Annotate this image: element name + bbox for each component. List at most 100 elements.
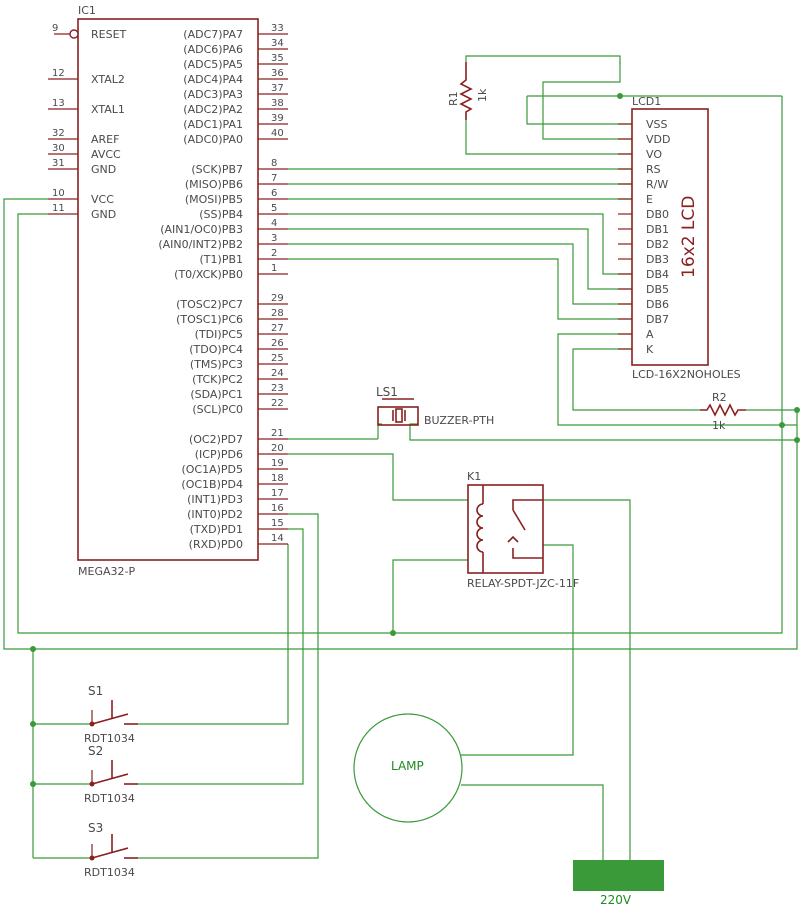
- mcu-pin-number: 36: [271, 68, 284, 79]
- switch-s2: S2 RDT1034: [84, 744, 138, 805]
- mcu-pin-number: 12: [52, 68, 65, 79]
- s1-ref: S1: [88, 684, 103, 698]
- switch-s1: S1 RDT1034: [84, 684, 138, 745]
- junction-dot: [30, 646, 36, 652]
- mcu-value: MEGA32-P: [78, 565, 135, 578]
- mcu-pin-name: (ADC4)PA4: [183, 73, 243, 86]
- mcu-pin-number: 39: [271, 113, 284, 124]
- s3-ref: S3: [88, 821, 103, 835]
- mcu-pin-name: (TOSC1)PC6: [176, 313, 243, 326]
- buzzer-crystal: [395, 408, 403, 423]
- mcu-pin-number: 38: [271, 98, 284, 109]
- s2-ref: S2: [88, 744, 103, 758]
- mcu-pin-number: 35: [271, 53, 284, 64]
- mcu-pin-number: 34: [271, 38, 284, 49]
- lcd-pin-name: RS: [646, 163, 661, 176]
- lcd-body: [631, 108, 709, 366]
- wire-buzzer-vcc: [377, 423, 382, 439]
- mcu-pin-name: (SCK)PB7: [191, 163, 243, 176]
- mcu-pin-name: (ICP)PD6: [195, 448, 243, 461]
- s3-blade: [91, 847, 129, 859]
- relay-k1: K1 RELAY-SPDT-JZC-11F: [467, 470, 579, 590]
- mcu-pin-name: (ADC5)PA5: [183, 58, 243, 71]
- mcu-pin-number: 14: [271, 533, 284, 544]
- r1-ref: R1: [447, 91, 460, 106]
- lcd-pin-name: DB2: [646, 238, 669, 251]
- mcu-pin-number: 13: [52, 98, 65, 109]
- mcu-pin-number: 22: [271, 398, 284, 409]
- s3-value: RDT1034: [84, 866, 135, 879]
- s1-blade: [91, 713, 129, 725]
- lcd-pin-name: A: [646, 328, 654, 341]
- buzzer-body: [377, 406, 419, 426]
- wire-db7: [288, 258, 632, 320]
- reset-inversion-bubble: [69, 29, 79, 39]
- mcu-pin-number: 37: [271, 83, 284, 94]
- mcu-pin-number: 26: [271, 338, 284, 349]
- lcd-pin-name: E: [646, 193, 653, 206]
- mcu-pin-number: 7: [271, 173, 277, 184]
- wire-lcd-a: [557, 333, 797, 426]
- s2-value: RDT1034: [84, 792, 135, 805]
- power-source-220v: 220V: [573, 860, 664, 907]
- wire-relay-no: [461, 544, 574, 756]
- wires: [3, 55, 800, 860]
- mcu-pin-name: (ADC7)PA7: [183, 28, 243, 41]
- mcu-pin-number: 25: [271, 353, 284, 364]
- mcu-pin-number: 27: [271, 323, 284, 334]
- r2-value: 1k: [712, 419, 726, 432]
- mcu-pin-name: (ADC1)PA1: [183, 118, 243, 131]
- mcu-pin-name: (OC1B)PD4: [181, 478, 243, 491]
- mcu-pin-name: XTAL1: [91, 103, 125, 116]
- wire-s2-pd1: [138, 528, 304, 785]
- source-block: [573, 860, 664, 891]
- mcu-pin-name: AREF: [91, 133, 119, 146]
- mcu-right-pins: 33(ADC7)PA734(ADC6)PA635(ADC5)PA536(ADC4…: [158, 23, 288, 551]
- relay-body: [467, 484, 544, 574]
- mcu-pin-number: 6: [271, 188, 277, 199]
- mcu-pin-name: (TCK)PC2: [192, 373, 243, 386]
- lcd-pin-name: K: [646, 343, 654, 356]
- junction-dot: [794, 407, 800, 413]
- mcu-pin-number: 28: [271, 308, 284, 319]
- mcu-pin-number: 5: [271, 203, 277, 214]
- wire-s1-pd0: [138, 544, 289, 725]
- mcu-pin-name: (TOSC2)PC7: [176, 298, 243, 311]
- r1-zigzag: [459, 62, 473, 120]
- mcu-pin-number: 21: [271, 428, 284, 439]
- buzzer-value: BUZZER-PTH: [424, 414, 494, 427]
- wire-db5: [288, 228, 632, 290]
- wire-lamp-source: [461, 784, 604, 860]
- mcu-pin-name: (TXD)PD1: [190, 523, 243, 536]
- mcu-pin-number: 16: [271, 503, 284, 514]
- mcu-pin-name: (OC1A)PD5: [181, 463, 243, 476]
- mcu-pin-number: 3: [271, 233, 277, 244]
- junction-dot: [30, 781, 36, 787]
- lcd-pin-name: DB0: [646, 208, 669, 221]
- lcd-value: LCD-16X2NOHOLES: [632, 368, 741, 381]
- junction-dot: [794, 437, 800, 443]
- s2-blade: [91, 773, 129, 785]
- wire-vdd: [542, 62, 632, 140]
- mcu-pin-name: (ADC2)PA2: [183, 103, 243, 116]
- mcu-pin-name: (SDA)PC1: [190, 388, 243, 401]
- mcu-pin-number: 15: [271, 518, 284, 529]
- lcd-pin-name: DB1: [646, 223, 669, 236]
- lcd-pin-name: VSS: [646, 118, 668, 131]
- wire-vcc-rail: [3, 198, 798, 650]
- junction-dot: [30, 721, 36, 727]
- s1-value: RDT1034: [84, 732, 135, 745]
- mcu-pin-number: 1: [271, 263, 277, 274]
- wire-db6: [288, 243, 632, 305]
- mcu-pin-number: 24: [271, 368, 284, 379]
- mcu-pin-number: 2: [271, 248, 277, 259]
- mcu-pin-name: (TMS)PC3: [190, 358, 243, 371]
- mcu-pin-name: RESET: [91, 28, 127, 41]
- wire-db4: [288, 213, 632, 275]
- mcu-pin-number: 19: [271, 458, 284, 469]
- lcd-display: LCD1 LCD-16X2NOHOLES 16x2 LCD VSSVDDVORS…: [618, 95, 741, 381]
- mcu-pin-name: (SCL)PC0: [192, 403, 243, 416]
- wire-r1-vo: [465, 120, 632, 155]
- wire-buzzer-right: [409, 423, 797, 441]
